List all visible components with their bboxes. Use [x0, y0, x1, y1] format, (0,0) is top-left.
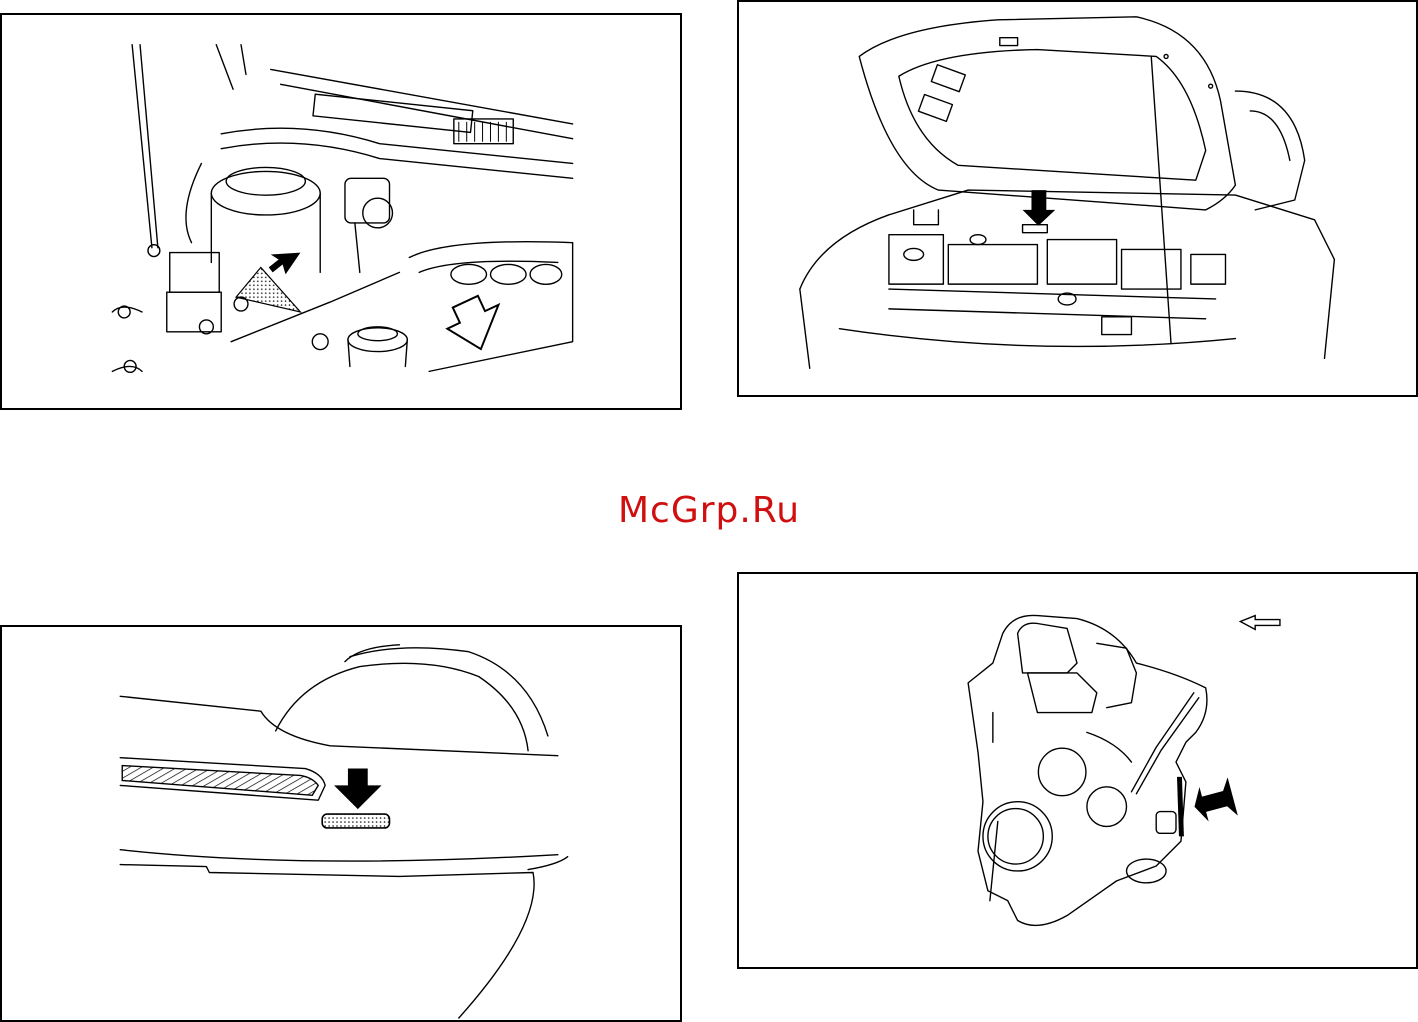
watermark-text: McGrp.Ru	[0, 490, 1418, 531]
figure-engine-bay-closeup	[0, 13, 682, 410]
hollow-arrow-icon	[440, 290, 512, 359]
solid-arrow-icon	[269, 253, 301, 275]
figure-windshield-cowl-view	[0, 625, 682, 1022]
windshield-cowl-illustration	[2, 627, 680, 1020]
engine-block-illustration	[739, 574, 1416, 967]
figure-engine-block-view	[737, 572, 1418, 969]
figure-open-hood-front-view	[737, 0, 1418, 397]
solid-arrow-icon	[1189, 777, 1237, 825]
solid-arrow-icon	[334, 769, 382, 810]
open-hood-illustration	[739, 2, 1416, 395]
solid-arrow-icon	[1023, 190, 1056, 226]
engine-bay-illustration	[2, 15, 680, 408]
hollow-direction-arrow-icon	[1240, 616, 1280, 630]
